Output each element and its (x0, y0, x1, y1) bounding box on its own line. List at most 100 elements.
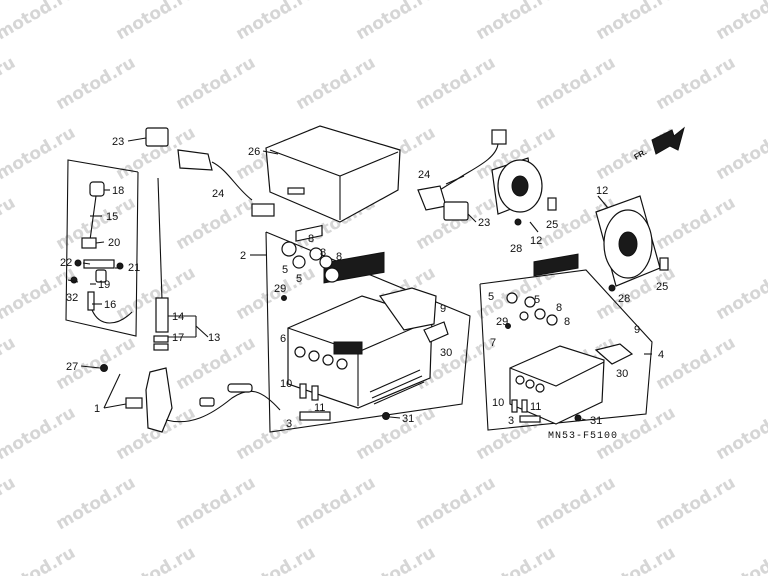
clip-11 (311, 385, 319, 401)
callout-9-right: 9 (634, 324, 640, 336)
callout-8-a: 8 (308, 233, 314, 245)
lamp-6 (295, 224, 323, 242)
callout-24-left: 24 (212, 188, 224, 200)
radio4-buttons (515, 375, 545, 393)
watermark-text: motod.ru (653, 333, 739, 394)
radio-unit-4-frame (479, 269, 653, 431)
lid-hinge (287, 187, 305, 195)
callout-11-center: 11 (314, 402, 325, 414)
callout-13: 13 (208, 332, 220, 344)
callout-16: 16 (104, 299, 116, 311)
radio4-knobs (506, 292, 558, 326)
watermark-text: motod.ru (113, 0, 199, 44)
antenna-short-rod (89, 195, 97, 241)
speaker-group-left (417, 129, 557, 226)
watermark-text: motod.ru (713, 543, 768, 576)
callout-11-right: 11 (530, 401, 541, 413)
callout-8-b: 8 (320, 247, 326, 259)
callout-28-right: 28 (618, 293, 630, 305)
clip-25-left (547, 197, 557, 211)
callout-18: 18 (112, 185, 124, 197)
watermark-text: motod.ru (413, 473, 499, 534)
callout-12-right: 12 (596, 185, 608, 197)
callout-15: 15 (106, 211, 118, 223)
holder-clamp (125, 397, 143, 409)
callout-26: 26 (248, 146, 260, 158)
antenna-washer (153, 343, 169, 351)
callout-10-right: 10 (492, 397, 504, 409)
watermark-text: motod.ru (533, 53, 619, 114)
callout-21: 21 (128, 262, 140, 274)
callout-23-left: 23 (112, 136, 124, 148)
screw-28-right (608, 284, 616, 292)
plate-3 (299, 411, 331, 421)
radio-unit-2 (265, 224, 471, 433)
antenna-feeder (87, 291, 95, 311)
antenna-cable (165, 390, 281, 423)
callout-5-a: 5 (282, 264, 288, 276)
jack-plug-left (251, 203, 275, 217)
callout-31-center: 31 (402, 413, 414, 425)
cable-plug (199, 397, 215, 407)
watermark-text: motod.ru (653, 473, 739, 534)
antenna-cap (89, 181, 105, 197)
clip-25-right (659, 257, 669, 271)
intercom-connector-left (145, 127, 275, 217)
callout-5-c: 5 (488, 291, 494, 303)
watermark-text: motod.ru (533, 473, 619, 534)
radio4-top-edge (509, 361, 605, 387)
radio4-plate-3 (519, 415, 541, 423)
watermark-text: motod.ru (713, 403, 768, 464)
radio-mount-bracket (379, 287, 437, 331)
bolt-27 (100, 364, 108, 372)
callout-labels: 23 24 26 18 15 20 22 21 19 32 16 14 17 1… (60, 136, 668, 430)
bracket-30 (423, 321, 449, 343)
watermark-text: motod.ru (0, 473, 19, 534)
antenna-collar (153, 335, 169, 343)
jack-24-left (177, 149, 213, 171)
radio4-screw-29 (505, 323, 511, 329)
connector-cover-23-left (145, 127, 169, 147)
feeder-wire (91, 309, 133, 324)
watermark-text: motod.ru (353, 0, 439, 44)
callout-28-left: 28 (510, 243, 522, 255)
radio-side-grille (369, 369, 425, 405)
watermark-text: motod.ru (713, 0, 768, 44)
callout-19: 19 (98, 279, 110, 291)
antenna-assembly (65, 159, 281, 433)
lid-body (265, 125, 401, 223)
speaker-group-right (595, 195, 669, 292)
watermark-text: motod.ru (593, 543, 679, 576)
watermark-text: motod.ru (473, 543, 559, 576)
callout-5-d: 5 (534, 294, 540, 306)
diagram-code: MN53-F5100 (548, 431, 618, 442)
connector-cover-23-right (443, 201, 469, 221)
screw-31 (382, 412, 390, 420)
watermark-text: motod.ru (713, 263, 768, 324)
callout-27: 27 (66, 361, 78, 373)
callout-29-center: 29 (274, 283, 286, 295)
radio4-screw-31 (574, 414, 582, 422)
watermark-text: motod.ru (233, 0, 319, 44)
callout-31-right: 31 (590, 415, 602, 427)
callout-12-left: 12 (530, 235, 542, 247)
watermark-text: motod.ru (653, 53, 739, 114)
callout-3-right: 3 (508, 415, 514, 427)
callout-23-right: 23 (478, 217, 490, 229)
watermark-text: motod.ru (0, 193, 19, 254)
callout-25-left: 25 (546, 219, 558, 231)
callout-30-center: 30 (440, 347, 452, 359)
clip-10 (299, 383, 307, 399)
watermark-text: motod.ru (353, 543, 439, 576)
watermark-text: motod.ru (593, 0, 679, 44)
watermark-text: motod.ru (293, 53, 379, 114)
watermark-text: motod.ru (353, 403, 439, 464)
callout-14: 14 (172, 311, 184, 323)
callout-32: 32 (66, 292, 78, 304)
antenna-mast-upper (157, 177, 163, 301)
radio-knobs (281, 241, 340, 283)
grommet (95, 269, 107, 283)
cable-connector (227, 383, 253, 393)
